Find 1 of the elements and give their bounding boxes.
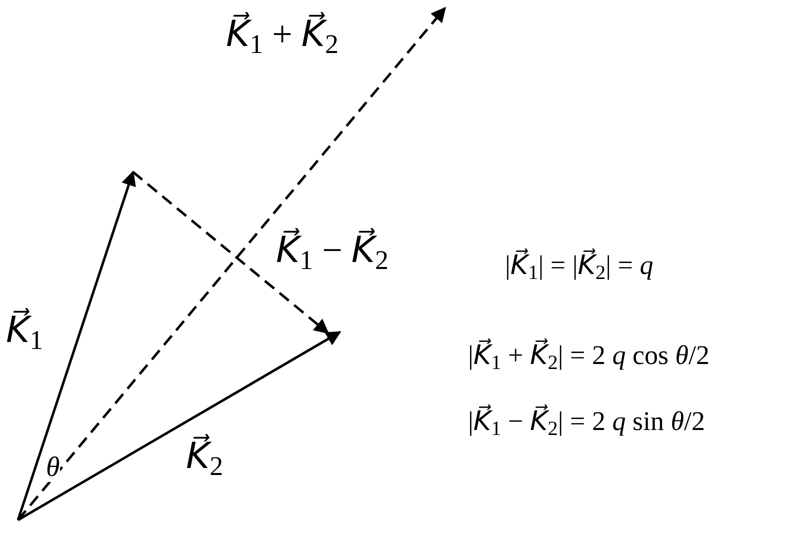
- math-label: θ: [46, 454, 60, 482]
